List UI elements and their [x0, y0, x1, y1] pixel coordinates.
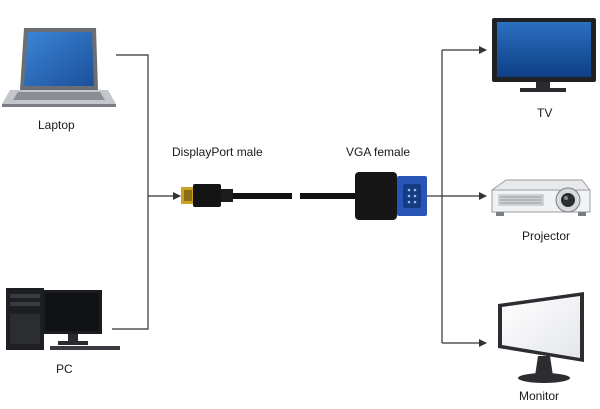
laptop-connector-line	[116, 54, 149, 196]
laptop-icon	[2, 28, 116, 107]
displayport-plug-icon	[181, 184, 233, 207]
output-label-monitor: Monitor	[519, 389, 560, 403]
output-label-tv: TV	[537, 106, 553, 120]
adapter-output-label: VGA female	[346, 145, 411, 159]
source-label-laptop: Laptop	[38, 118, 75, 132]
adapter-input-label: DisplayPort male	[172, 145, 263, 159]
vga-port-icon	[355, 172, 427, 220]
tv-icon	[492, 18, 596, 92]
projector-icon	[491, 179, 591, 216]
output-label-projector: Projector	[522, 229, 571, 243]
desktop-pc-icon	[6, 288, 120, 350]
source-label-pc: PC	[56, 362, 73, 376]
monitor-icon	[498, 292, 584, 383]
pc-connector-line	[112, 196, 149, 330]
